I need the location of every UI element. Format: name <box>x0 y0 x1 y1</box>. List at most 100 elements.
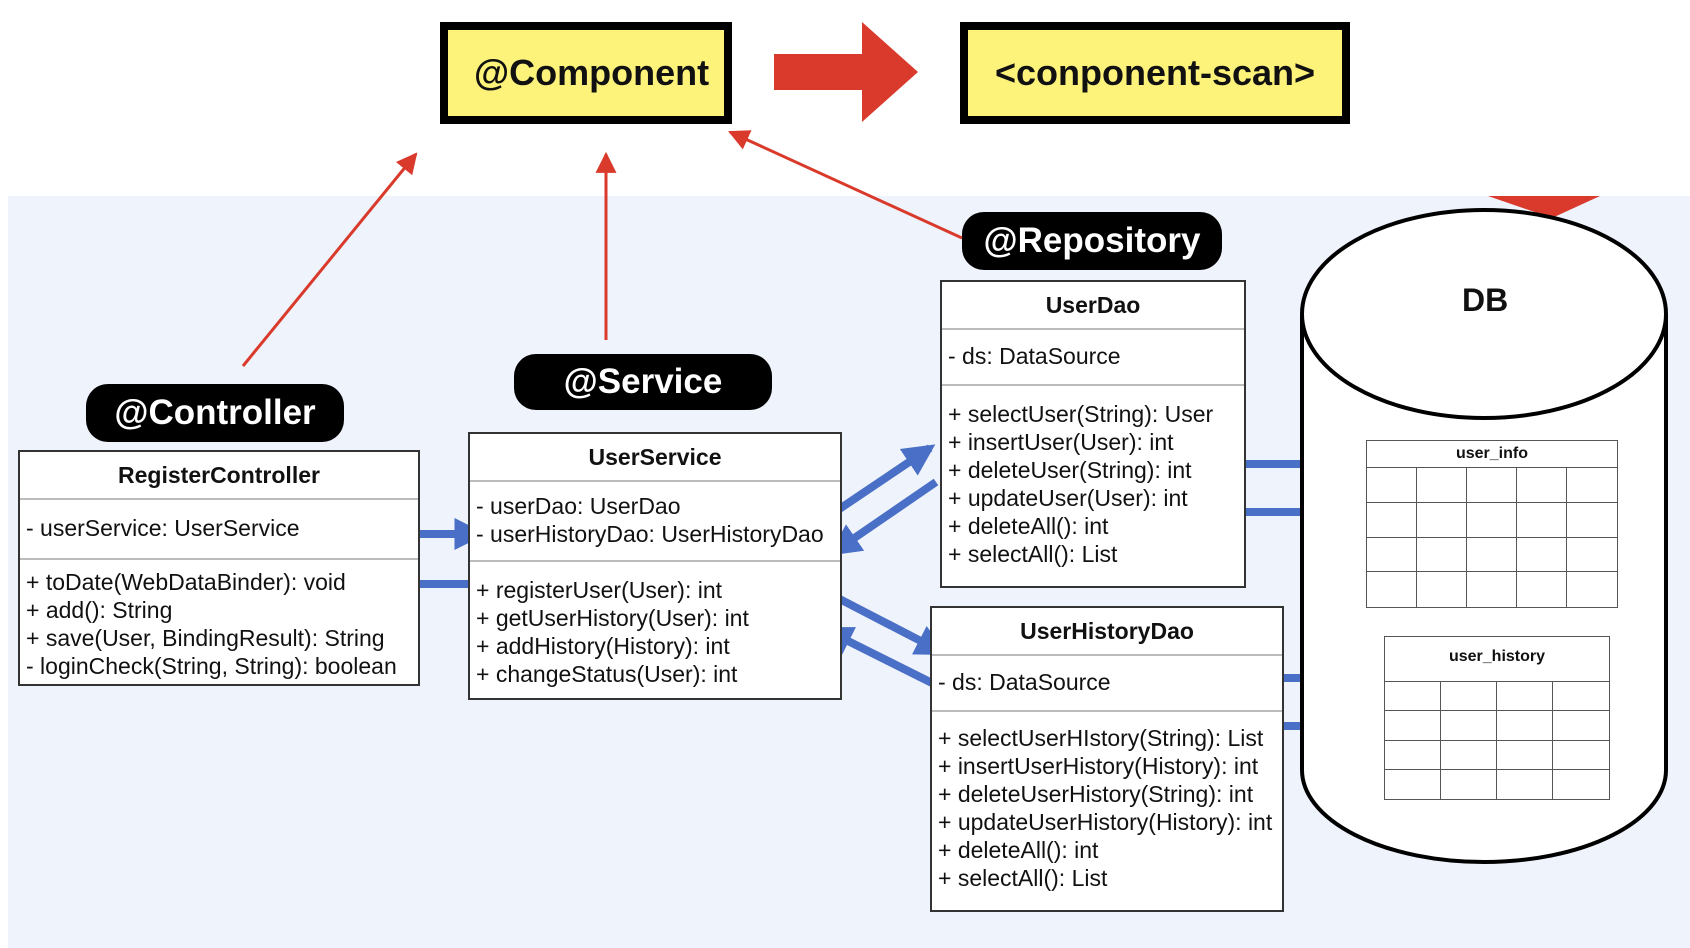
class-name: RegisterController <box>20 452 418 500</box>
table-cell <box>1517 502 1567 538</box>
method-row: - loginCheck(String, String): boolean <box>26 653 397 679</box>
userdao-to-service-arrow <box>828 478 939 556</box>
repository-to-component-arrow <box>728 130 963 240</box>
class-name: UserService <box>470 434 840 482</box>
method-row: + deleteAll(): int <box>948 513 1109 539</box>
class-methods: + registerUser(User): int + getUserHisto… <box>470 562 840 688</box>
class-fields: - userDao: UserDao - userHistoryDao: Use… <box>470 482 840 562</box>
user-history-dao-class: UserHistoryDao - ds: DataSource + select… <box>930 606 1284 912</box>
method-row: + insertUserHistory(History): int <box>938 753 1259 779</box>
table-cell <box>1553 741 1609 770</box>
table-cell <box>1553 711 1609 741</box>
class-methods: + toDate(WebDataBinder): void + add(): S… <box>20 560 418 680</box>
table-cell <box>1385 769 1441 799</box>
field-row: - ds: DataSource <box>938 669 1111 695</box>
table-name: user_info <box>1455 445 1528 462</box>
component-scan-label: <conponent-scan> <box>994 52 1316 93</box>
user-history-table: user_history <box>1384 636 1610 800</box>
method-row: + updateUserHistory(History): int <box>938 809 1273 835</box>
class-fields: - userService: UserService <box>20 500 418 560</box>
user-info-table: user_info <box>1366 440 1618 608</box>
table-cell <box>1497 711 1553 741</box>
class-name: UserHistoryDao <box>932 608 1282 656</box>
table-cell <box>1417 468 1467 503</box>
method-row: + addHistory(History): int <box>476 633 730 659</box>
table-cell <box>1385 711 1441 741</box>
table-cell <box>1367 468 1417 503</box>
method-row: + insertUser(User): int <box>948 429 1174 455</box>
method-row: + selectUser(String): User <box>948 401 1214 427</box>
table-cell <box>1517 468 1567 503</box>
register-controller-class: RegisterController - userService: UserSe… <box>18 450 420 686</box>
method-row: + selectAll(): List <box>948 541 1118 567</box>
method-row: + deleteAll(): int <box>938 837 1099 863</box>
db-title: DB <box>1462 282 1509 318</box>
controller-annotation-pill: @Controller <box>86 384 344 442</box>
method-row: + selectAll(): List <box>938 865 1108 891</box>
field-row: - userService: UserService <box>26 515 300 541</box>
field-row: - userHistoryDao: UserHistoryDao <box>476 521 824 547</box>
service-annotation-label: @Service <box>563 362 723 401</box>
table-cell <box>1497 769 1553 799</box>
table-cell <box>1367 537 1417 573</box>
method-row: + registerUser(User): int <box>476 577 723 603</box>
method-row: + deleteUser(String): int <box>948 457 1192 483</box>
class-fields: - ds: DataSource <box>932 656 1282 712</box>
table-cell <box>1441 711 1497 741</box>
controller-to-component-arrow <box>241 152 418 367</box>
table-cell <box>1441 769 1497 799</box>
table-cell <box>1385 682 1441 712</box>
component-scan-box: <conponent-scan> <box>960 22 1350 124</box>
table-cell <box>1517 572 1567 607</box>
field-row: - userDao: UserDao <box>476 493 681 519</box>
table-cell <box>1553 682 1609 712</box>
table-cell <box>1567 572 1617 607</box>
method-row: + selectUserHIstory(String): List <box>938 725 1264 751</box>
table-cell <box>1417 572 1467 607</box>
table-cell <box>1567 503 1617 538</box>
table-cell <box>1497 740 1553 770</box>
user-service-class: UserService - userDao: UserDao - userHis… <box>468 432 842 700</box>
user-dao-class: UserDao - ds: DataSource + selectUser(St… <box>940 280 1246 588</box>
service-annotation-pill: @Service <box>514 354 772 410</box>
method-row: + save(User, BindingResult): String <box>26 625 385 651</box>
table-cell <box>1385 740 1441 770</box>
method-row: + changeStatus(User): int <box>476 661 738 687</box>
repository-annotation-pill: @Repository <box>962 212 1222 270</box>
table-cell <box>1517 537 1567 573</box>
service-to-userdao-arrow <box>823 444 936 522</box>
userhistorydao-to-service-arrow <box>820 626 940 690</box>
class-fields: - ds: DataSource <box>942 330 1244 386</box>
method-row: + add(): String <box>26 597 173 623</box>
class-name: UserDao <box>942 282 1244 330</box>
table-cell <box>1367 502 1417 538</box>
method-row: + toDate(WebDataBinder): void <box>26 569 346 595</box>
table-cell <box>1467 468 1517 503</box>
table-cell <box>1467 572 1517 607</box>
controller-annotation-label: @Controller <box>114 393 316 432</box>
red-fragment <box>1488 196 1600 218</box>
table-grid <box>1367 467 1617 607</box>
table-cell <box>1417 502 1467 538</box>
method-row: + updateUser(User): int <box>948 485 1188 511</box>
method-row: + getUserHistory(User): int <box>476 605 749 631</box>
method-row: + deleteUserHistory(String): int <box>938 781 1254 807</box>
class-methods: + selectUserHIstory(String): List + inse… <box>932 712 1282 892</box>
table-cell <box>1467 502 1517 538</box>
table-cell <box>1367 572 1417 607</box>
table-cell <box>1417 537 1467 573</box>
table-cell <box>1497 682 1553 712</box>
table-name: user_history <box>1448 648 1546 665</box>
table-grid <box>1385 681 1609 799</box>
component-annotation-label: @Component <box>474 52 710 93</box>
scan-arrow <box>774 22 918 122</box>
service-to-userhistorydao-arrow <box>828 590 948 656</box>
table-cell <box>1553 770 1609 799</box>
table-cell <box>1467 537 1517 573</box>
field-row: - ds: DataSource <box>948 343 1121 369</box>
table-cell <box>1567 468 1617 503</box>
repository-annotation-label: @Repository <box>983 221 1201 260</box>
table-cell <box>1441 682 1497 712</box>
table-cell <box>1567 538 1617 573</box>
